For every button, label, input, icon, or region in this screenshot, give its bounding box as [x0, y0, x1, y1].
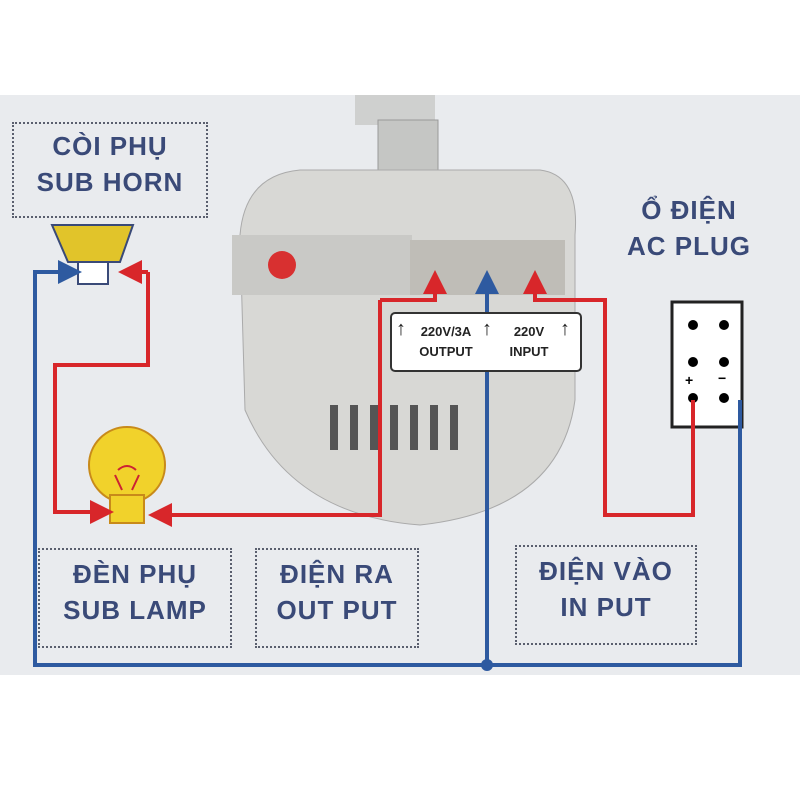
plug-label-en: AC PLUG — [627, 231, 751, 261]
lamp-label: ĐÈN PHỤ SUB LAMP — [38, 548, 232, 648]
plug-label-vi: Ổ ĐIỆN — [641, 195, 737, 225]
output-wire — [148, 300, 382, 527]
input-wire — [523, 270, 695, 517]
minus-sign: − — [718, 370, 727, 386]
motion-sensor-device — [232, 95, 577, 526]
ac-plug-icon — [670, 300, 744, 429]
bulb-icon — [88, 426, 166, 524]
horn-icon — [50, 224, 135, 263]
output-label-en: OUT PUT — [276, 595, 398, 625]
plug-label: Ổ ĐIỆN AC PLUG — [598, 188, 780, 280]
input-rating: 220V — [513, 324, 545, 339]
live-wire-horn-lamp — [53, 272, 150, 514]
output-label: OUTPUT — [419, 344, 473, 359]
neutral-wire-horn — [33, 260, 742, 667]
output-rating: 220V/3A — [420, 324, 472, 339]
plus-sign: + — [685, 372, 694, 388]
input-label-box: ĐIỆN VÀO IN PUT — [515, 545, 697, 645]
lamp-label-vi: ĐÈN PHỤ — [72, 559, 197, 589]
output-label-vi: ĐIỆN RA — [280, 559, 394, 589]
input-label: INPUT — [509, 344, 549, 359]
horn-label: CÒI PHỤ SUB HORN — [12, 122, 208, 218]
output-label-box: ĐIỆN RA OUT PUT — [255, 548, 419, 648]
lamp-label-en: SUB LAMP — [63, 595, 207, 625]
test-button — [268, 251, 296, 279]
input-label-en: IN PUT — [560, 592, 652, 622]
horn-label-vi: CÒI PHỤ — [52, 131, 168, 161]
terminal-label-box: ↑ 220V/3A OUTPUT ↑ 220V INPUT ↑ — [390, 312, 582, 372]
horn-label-en: SUB HORN — [36, 167, 184, 197]
input-label-vi: ĐIỆN VÀO — [539, 556, 673, 586]
